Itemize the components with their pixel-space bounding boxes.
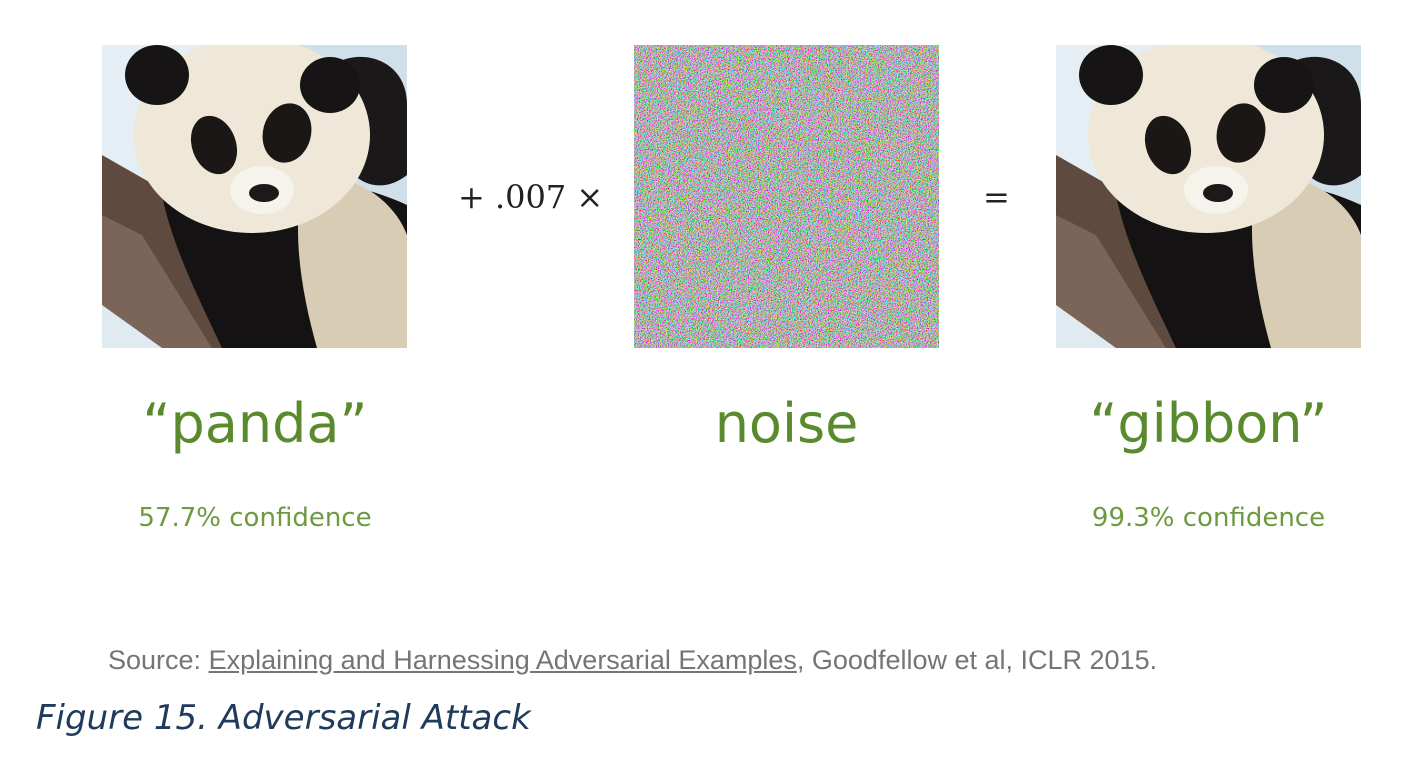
equals-operator: = [983, 178, 1010, 216]
source-prefix: Source: [108, 645, 209, 675]
noise-image [634, 45, 939, 348]
noise-label: noise [714, 392, 859, 455]
scaling-operator: + .007 × [458, 178, 604, 216]
panda-image-adversarial [1056, 45, 1361, 348]
gibbon-confidence: 99.3% confidence [1091, 503, 1326, 533]
figure-caption: Figure 15. Adversarial Attack [36, 698, 531, 738]
noise-pattern [634, 45, 939, 348]
panda-image-original [102, 45, 407, 348]
source-paper-link[interactable]: Explaining and Harnessing Adversarial Ex… [208, 645, 797, 675]
panda-illustration [1056, 45, 1361, 348]
source-citation: Source: Explaining and Harnessing Advers… [108, 645, 1157, 676]
panda-illustration [102, 45, 407, 348]
gibbon-label: “gibbon” [1089, 392, 1328, 455]
panda-label: “panda” [142, 392, 368, 455]
source-suffix: , Goodfellow et al, ICLR 2015. [796, 645, 1158, 675]
panda-confidence: 57.7% confidence [138, 503, 372, 533]
